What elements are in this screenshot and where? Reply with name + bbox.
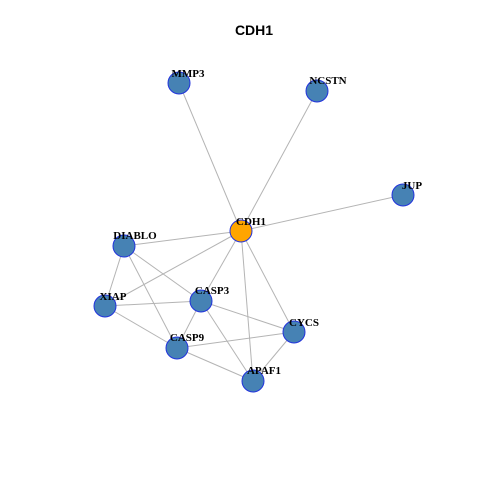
edge-cdh1-mmp3 bbox=[178, 82, 242, 232]
node-circle-xiap bbox=[93, 294, 117, 318]
edge-xiap-casp3 bbox=[104, 300, 202, 307]
node-circle-ncstn bbox=[305, 79, 329, 103]
node-casp3: CASP3 bbox=[189, 285, 230, 313]
node-circle-mmp3 bbox=[167, 71, 191, 95]
edge-xiap-casp9 bbox=[104, 305, 178, 349]
node-circle-apaf1 bbox=[241, 369, 265, 393]
node-cycs: CYCS bbox=[282, 317, 319, 344]
node-circle-cdh1 bbox=[229, 219, 253, 243]
edge-casp9-cycs bbox=[176, 331, 295, 349]
node-circle-cycs bbox=[282, 320, 306, 344]
edge-cdh1-diablo bbox=[123, 230, 242, 247]
node-label-xiap: XIAP bbox=[100, 291, 127, 303]
edge-diablo-casp9 bbox=[123, 245, 178, 349]
edge-cdh1-xiap bbox=[104, 230, 242, 307]
node-casp9: CASP9 bbox=[165, 332, 205, 360]
edge-cdh1-cycs bbox=[240, 230, 295, 333]
node-label-diablo: DIABLO bbox=[113, 230, 157, 242]
node-ncstn: NCSTN bbox=[305, 75, 347, 103]
edge-casp9-apaf1 bbox=[176, 347, 254, 382]
node-label-ncstn: NCSTN bbox=[309, 75, 346, 87]
graph-title: CDH1 bbox=[235, 22, 273, 38]
node-label-casp9: CASP9 bbox=[170, 332, 205, 344]
node-label-jup: JUP bbox=[402, 180, 422, 192]
node-mmp3: MMP3 bbox=[167, 68, 205, 95]
node-label-mmp3: MMP3 bbox=[172, 68, 205, 80]
node-circle-casp3 bbox=[189, 289, 213, 313]
node-xiap: XIAP bbox=[93, 291, 127, 318]
node-apaf1: APAF1 bbox=[241, 365, 281, 393]
edge-diablo-casp3 bbox=[123, 245, 202, 302]
node-cdh1: CDH1 bbox=[229, 216, 266, 243]
edge-casp3-cycs bbox=[200, 300, 295, 333]
edge-cdh1-jup bbox=[240, 194, 404, 232]
node-label-cdh1: CDH1 bbox=[236, 216, 266, 228]
node-diablo: DIABLO bbox=[112, 230, 157, 258]
node-circle-casp9 bbox=[165, 336, 189, 360]
node-label-casp3: CASP3 bbox=[195, 285, 230, 297]
node-circle-diablo bbox=[112, 234, 136, 258]
node-label-apaf1: APAF1 bbox=[247, 365, 281, 377]
edge-cdh1-casp3 bbox=[200, 230, 242, 302]
node-jup: JUP bbox=[391, 180, 422, 207]
node-label-cycs: CYCS bbox=[289, 317, 319, 329]
node-circle-jup bbox=[391, 183, 415, 207]
edge-cdh1-apaf1 bbox=[240, 230, 254, 382]
edge-cdh1-ncstn bbox=[240, 90, 318, 232]
